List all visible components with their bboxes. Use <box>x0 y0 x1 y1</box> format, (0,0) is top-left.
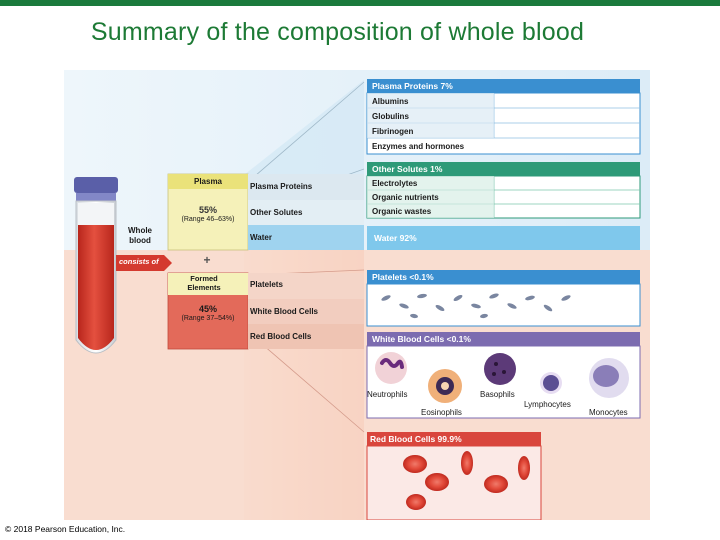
copyright-notice: © 2018 Pearson Education, Inc. <box>5 524 126 534</box>
red-blood-cells-header: Red Blood Cells 99.9% <box>370 434 462 444</box>
plasma-protein-item: Fibrinogen <box>372 127 414 136</box>
component-white-blood-cells: White Blood Cells <box>250 307 318 316</box>
component-water: Water <box>250 233 272 242</box>
platelets-header: Platelets <0.1% <box>372 272 434 282</box>
formed-range: (Range 37–54%) <box>181 315 235 322</box>
plasma-percent: 55% <box>198 205 217 215</box>
other-solute-item: Organic wastes <box>372 207 432 216</box>
white-blood-cells-header: White Blood Cells <0.1% <box>372 334 471 344</box>
plasma-protein-item: Albumins <box>372 97 409 106</box>
figure-background <box>64 70 650 520</box>
plasma-proteins-header: Plasma Proteins 7% <box>372 81 453 91</box>
wbc-type-label: Monocytes <box>589 408 628 417</box>
slide-title: Summary of the composition of whole bloo… <box>90 18 585 46</box>
plasma-heading: Plasma <box>193 177 223 186</box>
plus-sign: + <box>203 253 211 267</box>
plasma-protein-item: Enzymes and hormones <box>372 142 465 151</box>
top-accent-bar <box>0 0 720 6</box>
component-other-solutes: Other Solutes <box>250 208 303 217</box>
whole-blood-label: Whole blood <box>128 226 152 245</box>
plasma-protein-item: Globulins <box>372 112 409 121</box>
wbc-type-label: Neutrophils <box>367 390 408 399</box>
formed-heading: Formed Elements <box>187 274 221 292</box>
component-platelets: Platelets <box>250 280 283 289</box>
other-solute-item: Organic nutrients <box>372 193 439 202</box>
formed-percent: 45% <box>198 304 217 314</box>
blood-composition-figure: Whole blood consists of + Plasma 55% (Ra… <box>64 70 650 520</box>
wbc-type-label: Basophils <box>480 390 515 399</box>
other-solutes-header: Other Solutes 1% <box>372 164 443 174</box>
wbc-type-label: Lymphocytes <box>524 400 571 409</box>
other-solute-item: Electrolytes <box>372 179 418 188</box>
plasma-range: (Range 46–63%) <box>181 216 235 223</box>
wbc-type-label: Eosinophils <box>421 408 462 417</box>
component-red-blood-cells: Red Blood Cells <box>250 332 312 341</box>
component-plasma-proteins: Plasma Proteins <box>250 182 313 191</box>
consists-of-label: consists of <box>119 257 159 266</box>
water-header: Water 92% <box>374 233 417 243</box>
